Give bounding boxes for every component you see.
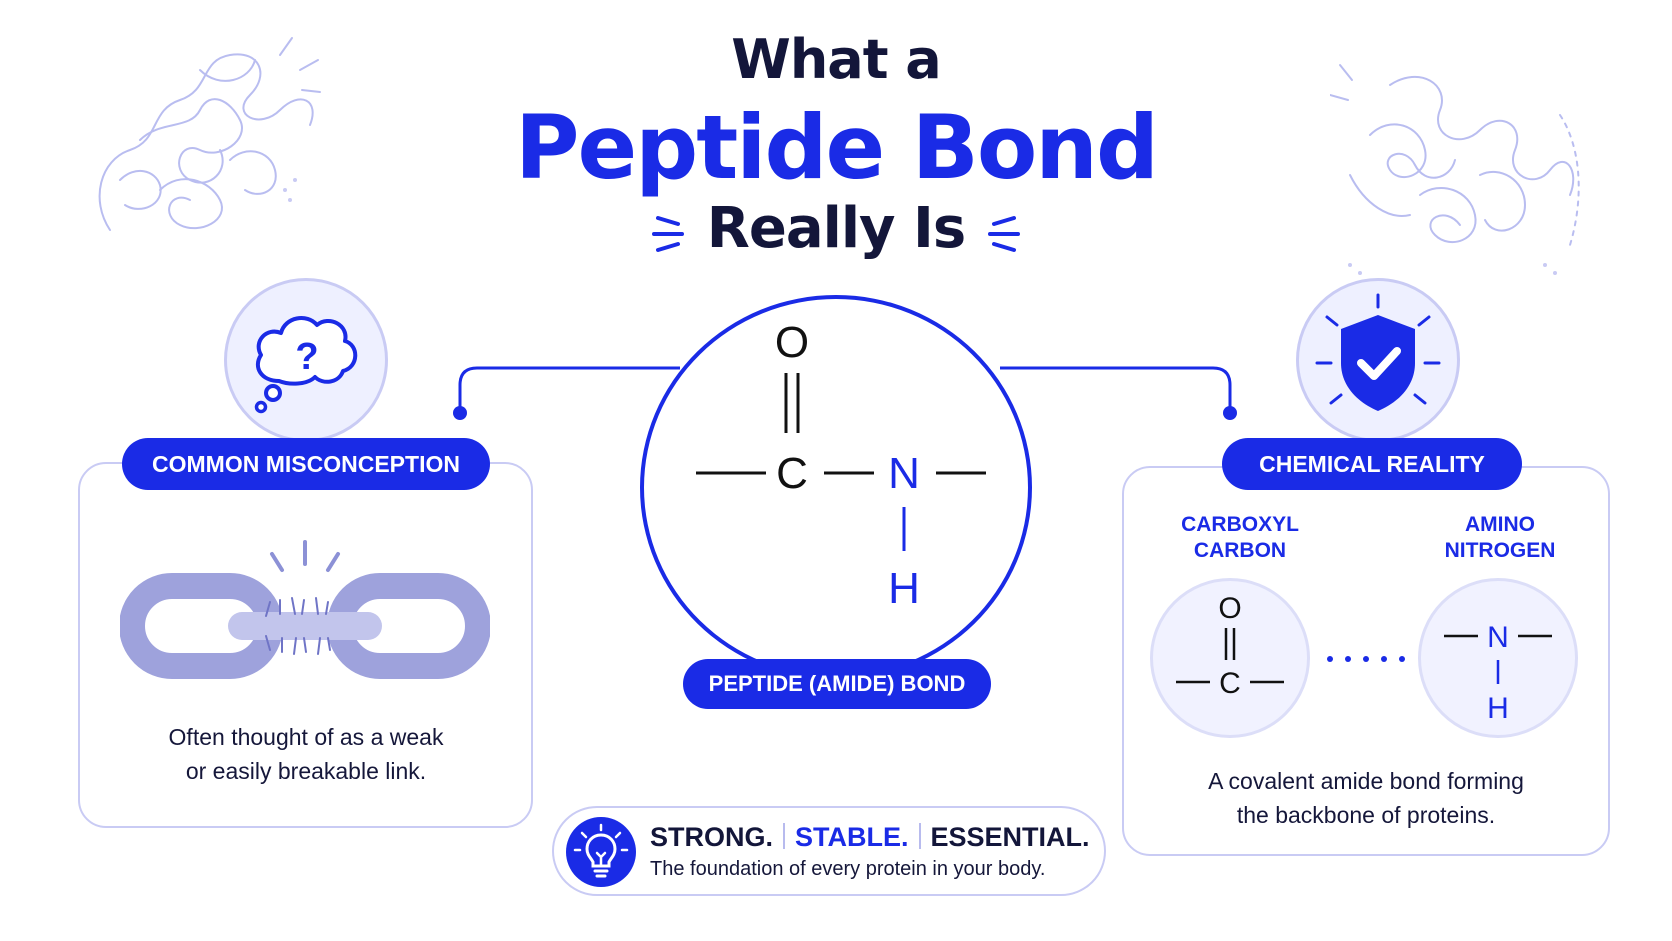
protein-sketch-right bbox=[1330, 64, 1580, 275]
misconception-description: Often thought of as a weak or easily bre… bbox=[110, 720, 502, 788]
summary-strip bbox=[552, 806, 1106, 896]
summary-subtitle: The foundation of every protein in your … bbox=[650, 858, 1046, 880]
shield-check-icon bbox=[1315, 293, 1441, 411]
summary-word-essential: ESSENTIAL. bbox=[930, 822, 1090, 852]
amino-structure: N H bbox=[1444, 621, 1552, 725]
peptide-bond-label: PEPTIDE (AMIDE) BOND bbox=[683, 659, 991, 709]
summary-icon-circle bbox=[566, 817, 636, 887]
carbon-atom: C bbox=[776, 449, 808, 498]
misconception-icon-circle: ? bbox=[224, 278, 388, 442]
misconception-description-line-2: or easily breakable link. bbox=[185, 758, 427, 784]
reality-label: CHEMICAL REALITY bbox=[1222, 438, 1522, 490]
hydrogen-atom: H bbox=[888, 564, 920, 613]
amino-hydrogen-atom: H bbox=[1487, 692, 1509, 725]
svg-text:?: ? bbox=[295, 336, 318, 378]
summary-word-stable: STABLE. bbox=[795, 822, 909, 852]
title-main: Peptide Bond bbox=[515, 96, 1159, 199]
oxygen-atom: O bbox=[775, 318, 809, 367]
carboxyl-structure: O C bbox=[1176, 592, 1284, 700]
carboxyl-label-line-2: CARBON bbox=[1193, 539, 1287, 562]
carboxyl-circle bbox=[1150, 578, 1310, 738]
carboxyl-carbon-label: CARBOXYL CARBON bbox=[1150, 512, 1330, 564]
bond-dots bbox=[1327, 656, 1405, 662]
summary-keywords: STRONG. STABLE. ESSENTIAL. bbox=[650, 822, 1090, 853]
peptide-bond-circle bbox=[640, 295, 1032, 680]
misconception-description-line-1: Often thought of as a weak bbox=[168, 724, 444, 750]
peptide-bond-structure: O C N H bbox=[696, 318, 986, 613]
carboxyl-label-line-1: CARBOXYL bbox=[1181, 513, 1299, 536]
title-line-1: What a bbox=[731, 28, 942, 91]
carboxyl-oxygen-atom: O bbox=[1218, 592, 1241, 625]
reality-icon-circle bbox=[1296, 278, 1460, 442]
broken-chain-icon bbox=[120, 540, 490, 679]
amino-label-line-2: NITROGEN bbox=[1444, 539, 1556, 562]
reality-description: A covalent amide bond forming the backbo… bbox=[1130, 764, 1602, 832]
title-line-3: Really Is bbox=[706, 196, 966, 261]
amino-nitrogen-atom: N bbox=[1487, 621, 1509, 654]
summary-separator bbox=[783, 823, 786, 849]
title-accent-left bbox=[652, 216, 684, 252]
amino-nitrogen-label: AMINO NITROGEN bbox=[1410, 512, 1590, 564]
summary-separator bbox=[918, 823, 921, 849]
carboxyl-carbon-atom: C bbox=[1219, 667, 1241, 700]
reality-description-line-1: A covalent amide bond forming bbox=[1208, 768, 1524, 794]
nitrogen-atom: N bbox=[888, 449, 920, 498]
reality-description-line-2: the backbone of proteins. bbox=[1236, 802, 1496, 828]
lightbulb-icon bbox=[573, 823, 629, 878]
amino-circle bbox=[1418, 578, 1578, 738]
title-accent-right bbox=[988, 216, 1020, 252]
misconception-label: COMMON MISCONCEPTION bbox=[122, 438, 490, 490]
amino-label-line-1: AMINO bbox=[1465, 513, 1535, 536]
question-cloud-icon: ? bbox=[254, 316, 358, 414]
protein-sketch-left bbox=[98, 37, 321, 231]
summary-word-strong: STRONG. bbox=[650, 822, 774, 852]
